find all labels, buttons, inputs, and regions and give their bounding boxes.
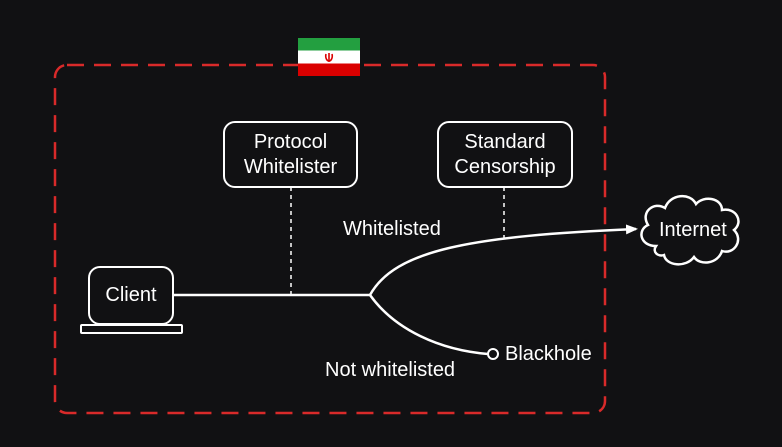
client-laptop-base xyxy=(80,324,183,334)
standard-censorship-label-line1: Standard xyxy=(464,130,546,153)
blackhole-endpoint xyxy=(487,348,499,360)
not-whitelisted-edge xyxy=(368,294,489,356)
protocol-whitelister-node: Protocol Whitelister xyxy=(223,121,358,188)
client-label: Client xyxy=(105,284,157,306)
internet-cloud xyxy=(640,195,740,266)
whitelisted-edge xyxy=(368,224,638,296)
blackhole-label: Blackhole xyxy=(505,343,592,365)
protocol-whitelister-label-line1: Protocol xyxy=(253,130,328,153)
whitelisted-label: Whitelisted xyxy=(343,218,441,240)
protocol-whitelister-label-line2: Whitelister xyxy=(243,155,338,178)
not-whitelisted-label: Not whitelisted xyxy=(325,359,456,381)
iran-region-border xyxy=(53,63,607,415)
client-node: Client xyxy=(88,266,174,325)
internet-label: Internet xyxy=(659,219,727,241)
standard-censorship-label-line2: Censorship xyxy=(454,155,556,178)
iran-flag-icon xyxy=(298,38,360,76)
standard-censorship-node: Standard Censorship xyxy=(437,121,573,188)
